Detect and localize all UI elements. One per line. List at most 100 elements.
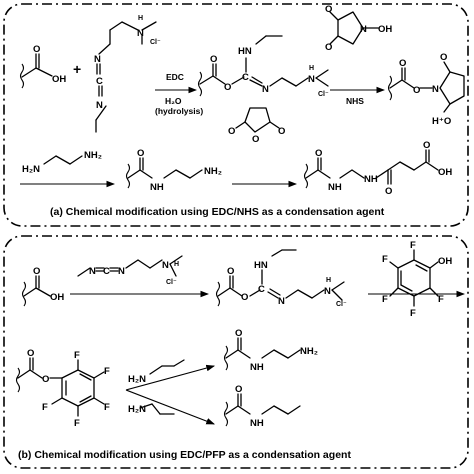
chloride-label: Cl⁻ (318, 91, 329, 98)
amide-product-b1: O NH NH₂ (223, 328, 318, 373)
atom-nh: NH (250, 362, 264, 373)
atom-f: F (410, 240, 416, 251)
atom-hn: HN (238, 46, 252, 57)
atom-c: C (242, 72, 249, 83)
atom-h2n: H₂N (22, 164, 40, 175)
amide-product-a: O NH NH₂ (125, 148, 222, 193)
atom-o: O (224, 82, 231, 93)
atom-n: N (96, 100, 103, 111)
atom-o: O (228, 126, 235, 137)
atom-nh2: NH₂ (204, 166, 222, 177)
atom-n: N (308, 74, 315, 85)
atom-f: F (74, 418, 80, 429)
edc-molecule-b: N C N N H Cl⁻ (77, 255, 183, 286)
atom-o: O (27, 348, 34, 359)
atom-o: O (210, 54, 217, 65)
atom-oh: OH (438, 256, 452, 267)
nhs-ester: O O N O H⁺O (387, 52, 465, 127)
atom-o: O (33, 44, 40, 55)
atom-c: C (96, 76, 103, 87)
atom-h: H (174, 261, 179, 268)
atom-nh: NH (364, 174, 378, 185)
o-acylisourea-b: O O C HN N N H Cl⁻ (215, 249, 347, 308)
reagent-nhs: NHS (346, 96, 364, 106)
atom-n: N (360, 24, 367, 35)
plus-sign: + (73, 61, 81, 77)
atom-o: O (385, 186, 392, 197)
arrow-amine-2 (125, 389, 216, 425)
atom-f: F (438, 294, 444, 305)
pfp-ester: O O F F F F F (15, 348, 110, 429)
atom-f: F (104, 366, 110, 377)
atom-h2n: H₂N (128, 404, 146, 415)
atom-n: N (94, 54, 101, 65)
carboxylic-acid-a: O OH (19, 44, 66, 89)
panel-b-frame (3, 235, 469, 469)
protonated-o: H⁺O (432, 116, 451, 127)
atom-h: H (138, 15, 143, 22)
atom-n: N (324, 286, 331, 297)
atom-n: N (278, 296, 285, 307)
atom-o: O (423, 140, 430, 151)
panel-a-caption: (a) Chemical modification using EDC/NHS … (50, 206, 385, 218)
reagent-h2o: H₂O (165, 96, 182, 106)
carboxylic-acid-b: O OH (21, 266, 64, 307)
atom-n: N (118, 266, 125, 277)
chloride-label: Cl⁻ (336, 301, 347, 308)
atom-o: O (315, 148, 322, 159)
panel-a-frame (3, 3, 469, 227)
atom-o: O (325, 42, 332, 53)
atom-f: F (42, 402, 48, 413)
atom-o: O (440, 52, 447, 63)
atom-o: O (42, 374, 49, 385)
atom-nh2: NH₂ (84, 150, 102, 161)
atom-nh: NH (328, 182, 342, 193)
atom-o: O (413, 85, 420, 96)
atom-c: C (258, 284, 265, 295)
atom-f: F (104, 402, 110, 413)
atom-f: F (410, 308, 416, 319)
atom-o: O (235, 328, 242, 339)
chloride-label: Cl⁻ (166, 279, 177, 286)
atom-o: O (278, 126, 285, 137)
ethylenediamine-b: H₂N (128, 359, 185, 385)
atom-o: O (241, 292, 248, 303)
edc-molecule: N C N N H Cl⁻ (94, 15, 161, 133)
atom-f: F (382, 294, 388, 305)
ethylenediamine-a: H₂N NH₂ (22, 150, 102, 175)
pentafluorophenol: F OH F F F F (382, 240, 452, 319)
atom-n: N (432, 84, 439, 95)
atom-o: O (137, 148, 144, 159)
nhs-molecule: O O N OH (325, 4, 392, 53)
atom-f: F (74, 350, 80, 361)
arrow-amine-1 (125, 364, 216, 391)
reagent-hydrolysis: (hydrolysis) (155, 106, 203, 116)
carboxyl-product-a: O NH NH O O OH (303, 140, 452, 197)
atom-oh: OH (50, 292, 64, 303)
atom-o: O (235, 384, 242, 395)
panel-b-caption: (b) Chemical modification using EDC/PFP … (18, 449, 351, 461)
reagent-edc: EDC (166, 72, 184, 82)
succinic-anhydride: O O O (228, 107, 285, 145)
atom-oh: OH (52, 74, 66, 85)
atom-n: N (137, 28, 144, 39)
atom-h: H (326, 277, 331, 284)
atom-o: O (252, 134, 259, 145)
atom-hn: HN (254, 260, 268, 271)
amide-product-b2: O NH (223, 384, 301, 429)
atom-nh: NH (150, 182, 164, 193)
atom-c: C (103, 266, 110, 277)
atom-o: O (227, 266, 234, 277)
propylamine-b: H₂N (128, 403, 175, 415)
atom-n: N (89, 266, 96, 277)
atom-o: O (399, 58, 406, 69)
atom-nh2: NH₂ (300, 346, 318, 357)
atom-o: O (33, 266, 40, 277)
atom-n: N (162, 260, 169, 271)
atom-oh: OH (438, 167, 452, 178)
atom-nh: NH (250, 418, 264, 429)
chloride-label: Cl⁻ (150, 39, 161, 46)
atom-f: F (382, 254, 388, 265)
atom-h: H (309, 65, 314, 72)
